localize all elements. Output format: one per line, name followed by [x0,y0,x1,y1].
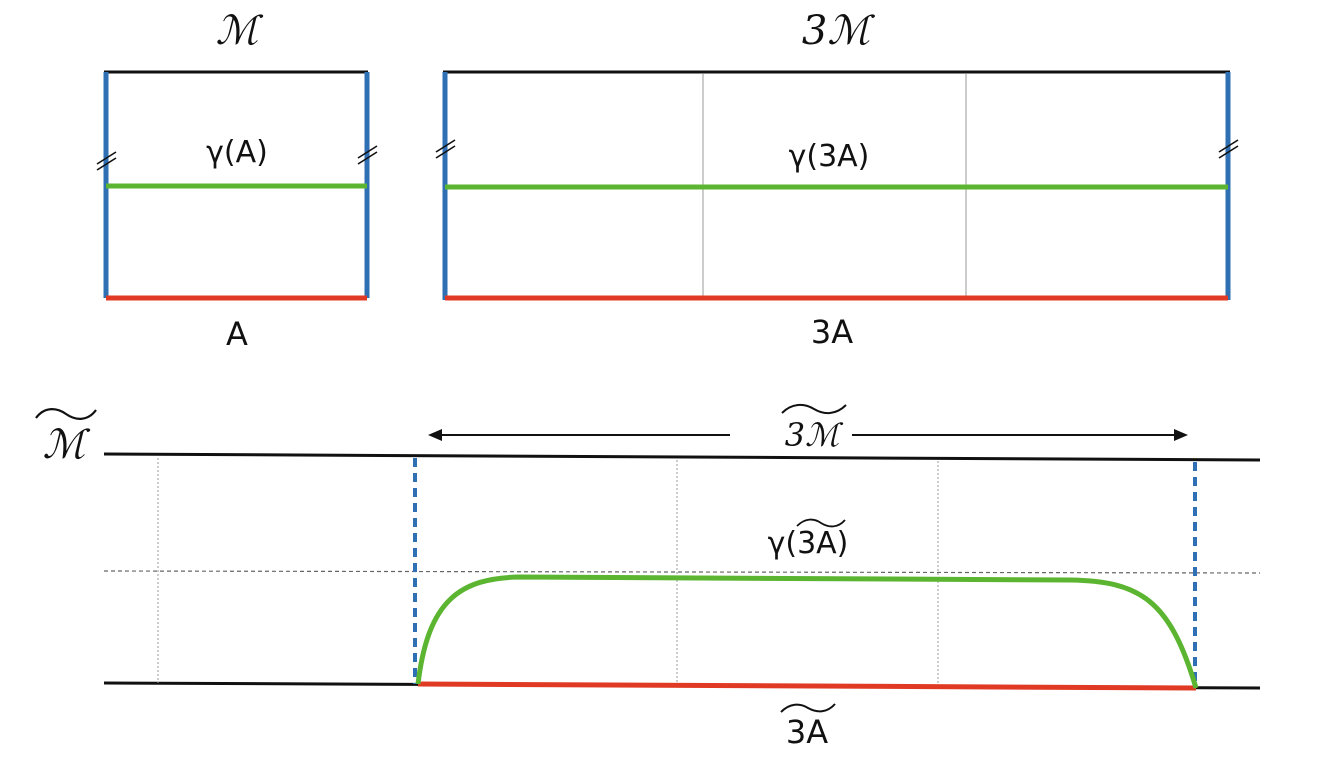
panel-cover-dashed-guide [103,570,1261,574]
panel-m-left-identification-mark [96,151,117,171]
panel-cover-base-line [417,681,1197,691]
panel-cover-geodesic-label-tilde [796,518,846,528]
panel-cover-base-label: 3A [786,713,828,751]
panel-cover-geodesic-label-suffix: ) [837,526,849,561]
panel-3m-geodesic-label: γ(3A) [789,139,870,174]
panel-cover-geodesic-label-prefix: γ( [768,526,797,561]
panel-m-geodesic-label: γ(A) [206,135,268,170]
panel-m: ℳ γ(A) A [96,8,378,353]
panel-cover-span-label: 3ℳ [785,416,844,454]
panel-cover-top-boundary [103,452,1261,462]
panel-3m-right-identification-mark [1218,139,1239,159]
panel-3m-title: 3ℳ [802,8,875,54]
panel-3m-base-label: 3A [811,313,853,351]
panel-m-base-label: A [226,315,248,353]
panel-3m-left-identification-mark [435,139,456,159]
panel-cover-title-tilde [35,408,97,420]
panel-cover-span-arrow [428,429,1188,441]
panel-cover-geodesic [415,574,1199,689]
panel-cover-span-label-tilde [781,403,847,415]
panel-cover-geodesic-label: γ(3A) [768,526,849,561]
panel-cover-title: ℳ [43,422,91,468]
panel-3m: 3ℳ γ(3A) 3A [435,8,1239,351]
panel-cover-geodesic-label-inner: 3A [797,526,837,561]
panel-m-title: ℳ [216,8,264,54]
panel-cover: ℳ 3ℳ γ(3A) 3A [35,403,1261,751]
panel-cover-base-label-tilde [780,703,836,713]
panel-m-right-identification-mark [357,145,378,165]
